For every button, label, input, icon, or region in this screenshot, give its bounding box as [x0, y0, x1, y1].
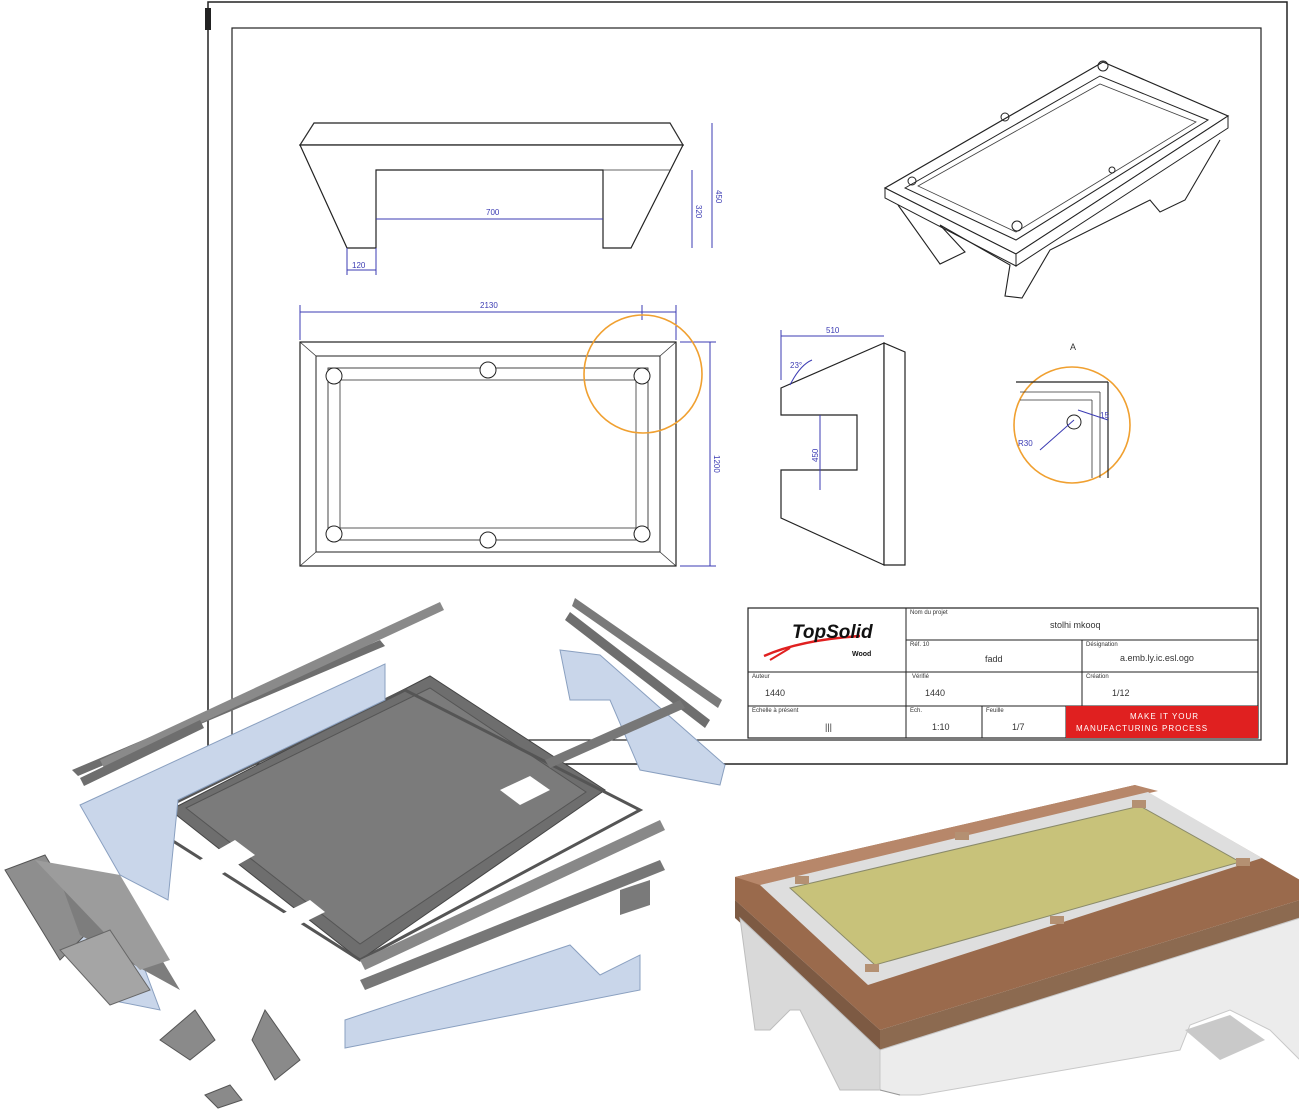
svg-text:120: 120 — [352, 261, 366, 270]
svg-text:23°: 23° — [790, 361, 802, 370]
detail-view-a: A R30 15 — [1013, 342, 1131, 484]
rendered-table — [735, 785, 1299, 1096]
isometric-line-view — [883, 60, 1230, 299]
svg-text:450: 450 — [714, 190, 723, 204]
svg-text:2130: 2130 — [480, 301, 498, 310]
svg-text:510: 510 — [826, 326, 840, 335]
svg-text:450: 450 — [811, 448, 820, 462]
detail-label: A — [1070, 342, 1076, 352]
svg-text:320: 320 — [694, 205, 703, 219]
title-block — [747, 607, 1259, 739]
top-plan-view: 2130 1200 — [299, 301, 721, 567]
exploded-view — [4, 598, 726, 1109]
side-section-view: 510 450 23° — [780, 326, 906, 566]
svg-text:15: 15 — [1100, 411, 1109, 420]
svg-text:R30: R30 — [1018, 439, 1033, 448]
front-elevation-view: 700 120 450 320 — [298, 122, 723, 275]
svg-text:700: 700 — [486, 208, 500, 217]
svg-text:1200: 1200 — [712, 455, 721, 473]
